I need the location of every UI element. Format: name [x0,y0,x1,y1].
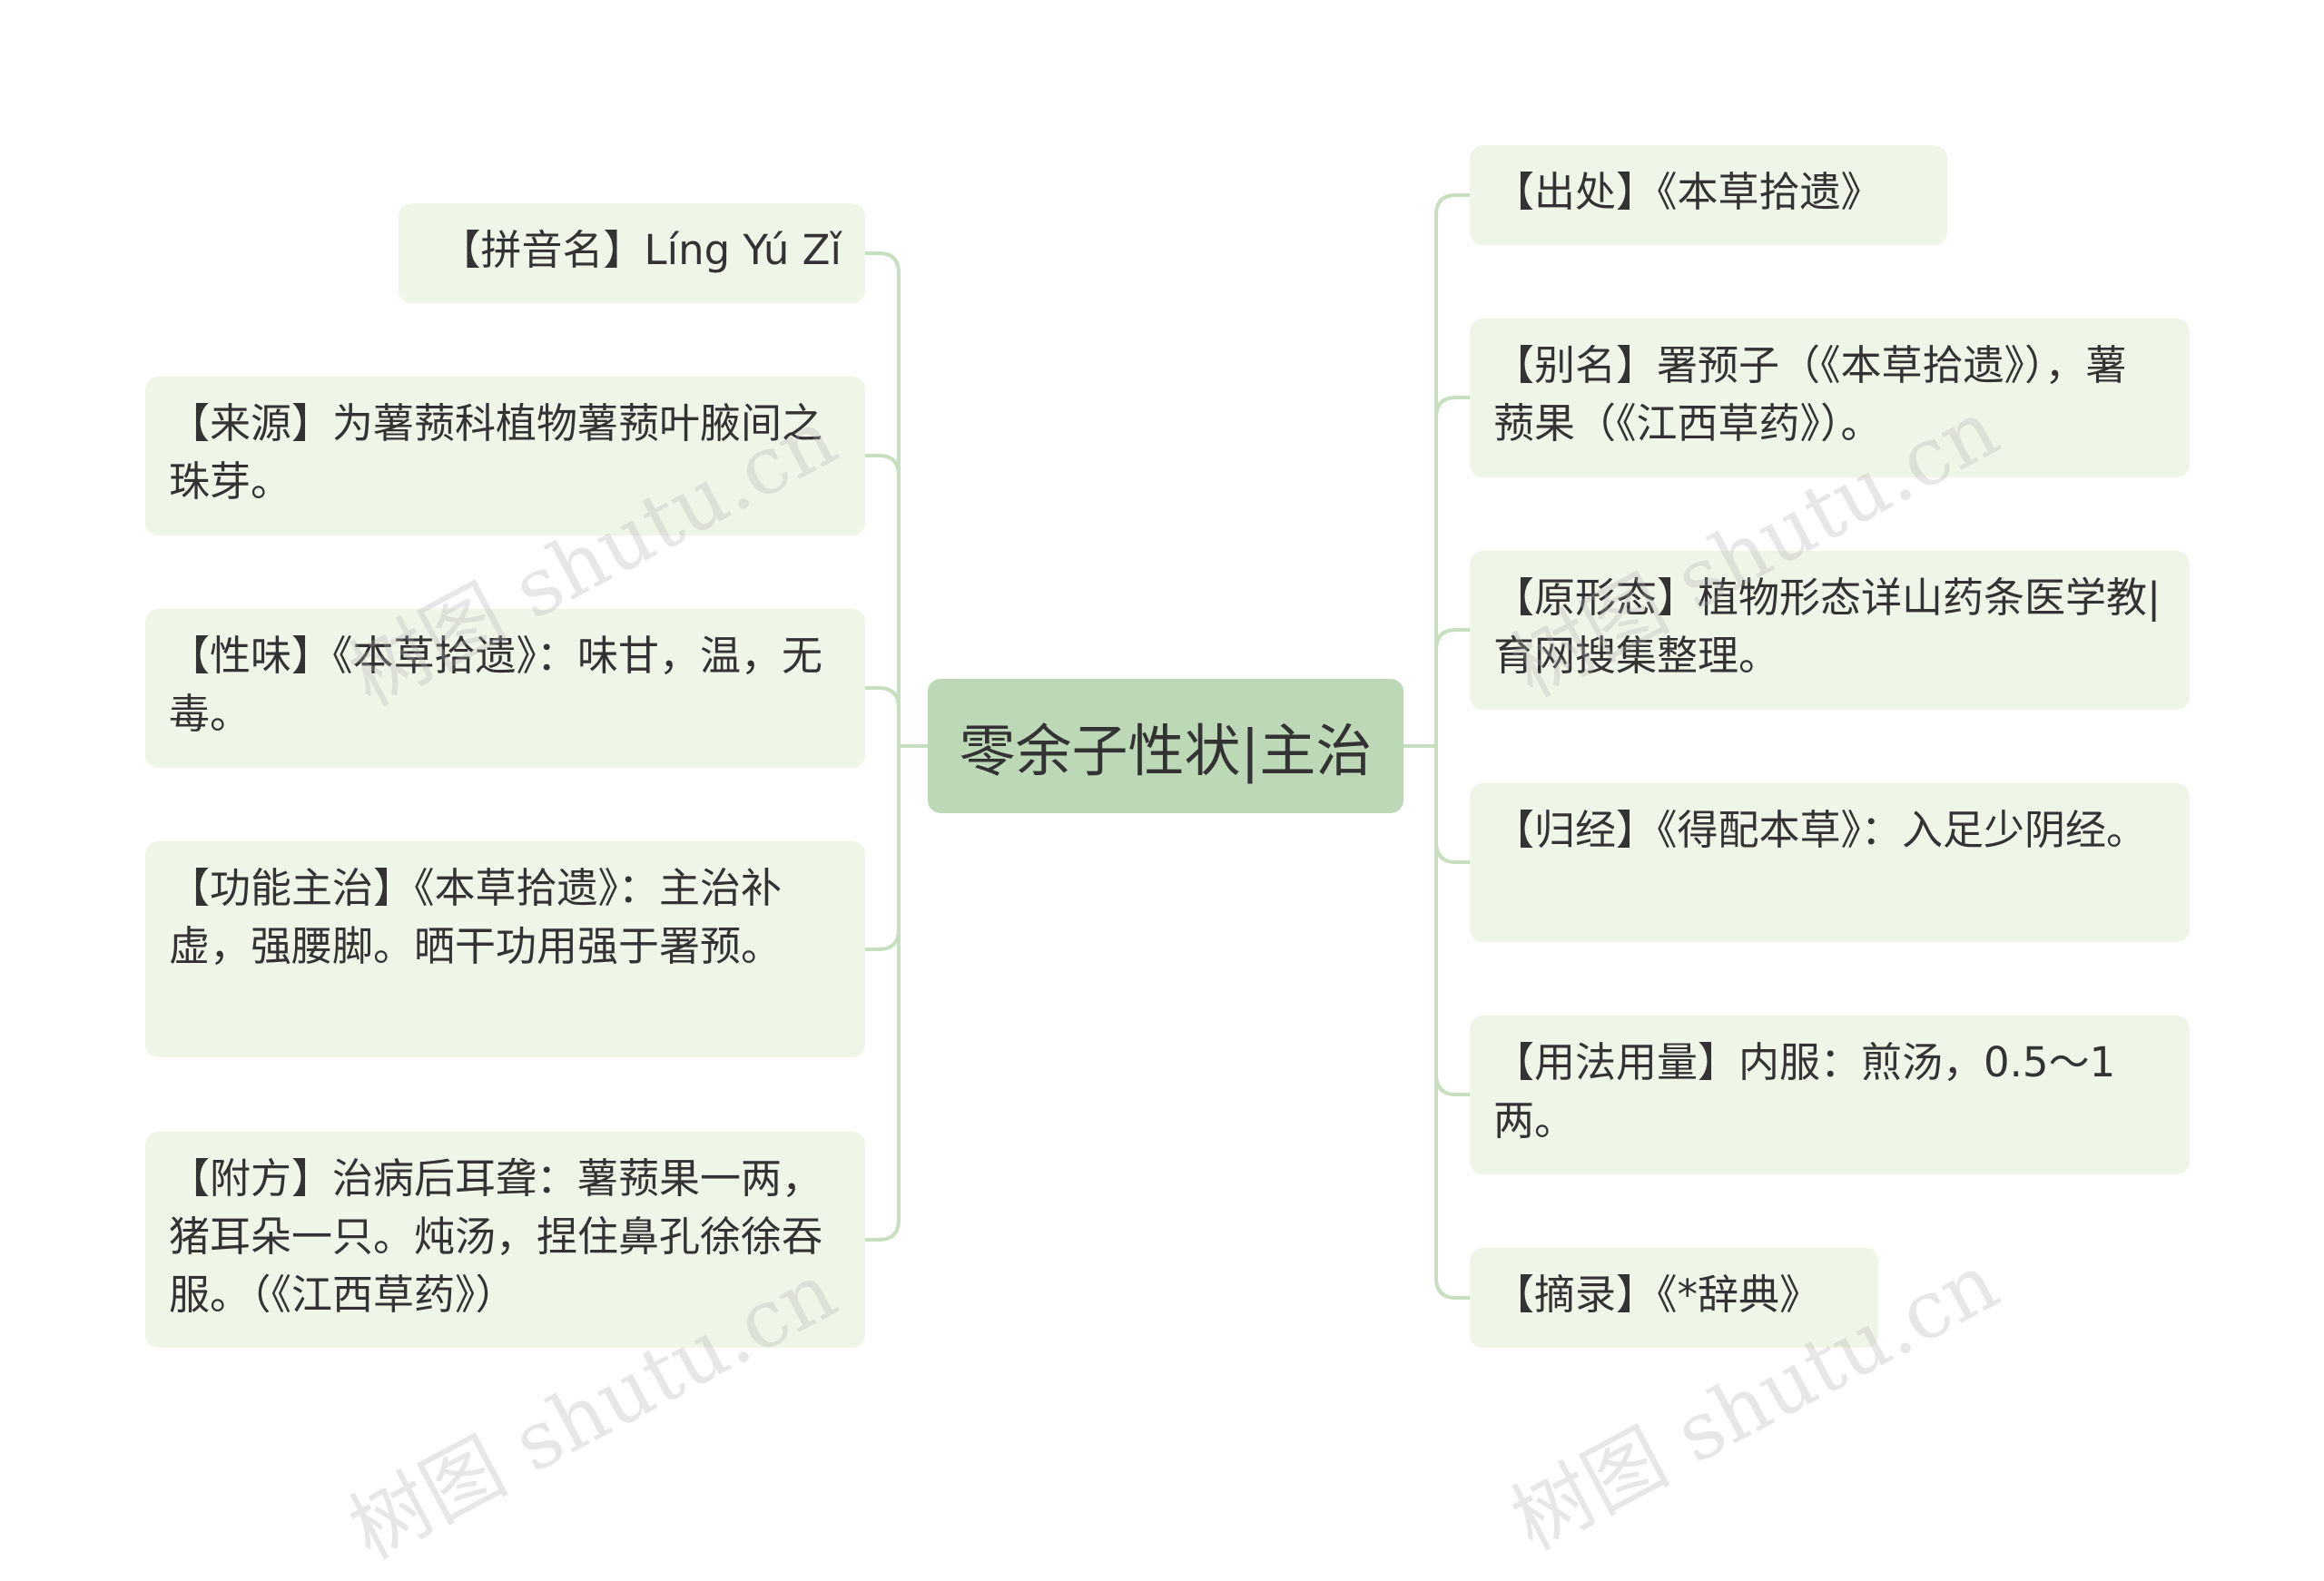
connector-left-4 [863,744,901,1242]
topic-excerpt[interactable]: 【摘录】《*辞典》 [1470,1248,1878,1348]
connector-left-3 [863,744,901,951]
topic-alias-text: 【别名】署预子（《本草拾遗》），薯蓣果（《江西草药》）。 [1493,341,2127,447]
topic-pinyin[interactable]: 【拼音名】Líng Yú Zǐ [399,203,865,303]
topic-dosage-text: 【用法用量】内服：煎汤，0.5～1两。 [1493,1038,2116,1144]
connector-right-1 [1434,396,1472,748]
connector-left-1 [863,454,901,748]
topic-taste-nature-text: 【性味】《本草拾遗》：味甘，温，无毒。 [169,632,823,738]
topic-morphology[interactable]: 【原形态】植物形态详山药条医学教|育网搜集整理。 [1470,551,2190,710]
topic-meridian[interactable]: 【归经】《得配本草》：入足少阴经。 [1470,783,2190,942]
topic-prescription[interactable]: 【附方】治病后耳聋：薯蓣果一两，猪耳朵一只。炖汤，捏住鼻孔徐徐吞服。（《江西草药… [145,1132,865,1348]
topic-alias[interactable]: 【别名】署预子（《本草拾遗》），薯蓣果（《江西草药》）。 [1470,319,2190,477]
topic-dosage[interactable]: 【用法用量】内服：煎汤，0.5～1两。 [1470,1016,2190,1174]
connector-right-3 [1434,744,1472,864]
topic-pinyin-text: 【拼音名】Líng Yú Zǐ [439,226,842,274]
topic-origin-text: 【出处】《本草拾遗》 [1493,168,1882,216]
connector-right-5 [1434,744,1472,1300]
mind-map: 零余子性状|主治 【拼音名】Líng Yú Zǐ 【来源】为薯蓣科植物薯蓣叶腋间… [145,145,2190,1577]
topic-functions-text: 【功能主治】《本草拾遗》：主治补虚，强腰脚。晒干功用强于署预。 [169,864,783,970]
connector-right-0 [1434,193,1472,748]
topic-taste-nature[interactable]: 【性味】《本草拾遗》：味甘，温，无毒。 [145,609,865,768]
topic-source[interactable]: 【来源】为薯蓣科植物薯蓣叶腋间之珠芽。 [145,377,865,535]
connector-right-2 [1434,628,1472,748]
central-topic[interactable]: 零余子性状|主治 [928,679,1403,813]
topic-prescription-text: 【附方】治病后耳聋：薯蓣果一两，猪耳朵一只。炖汤，捏住鼻孔徐徐吞服。（《江西草药… [169,1154,823,1319]
topic-morphology-text: 【原形态】植物形态详山药条医学教|育网搜集整理。 [1493,574,2162,680]
topic-source-text: 【来源】为薯蓣科植物薯蓣叶腋间之珠芽。 [169,399,823,506]
topic-meridian-text: 【归经】《得配本草》：入足少阴经。 [1493,806,2148,854]
central-topic-label: 零余子性状|主治 [959,718,1373,784]
connector-right-4 [1434,744,1472,1096]
connector-lines [863,193,1472,1300]
topic-excerpt-text: 【摘录】《*辞典》 [1493,1271,1821,1319]
connector-left-0 [863,251,901,748]
connector-left-2 [863,686,901,748]
topic-origin[interactable]: 【出处】《本草拾遗》 [1470,145,1947,245]
topic-functions[interactable]: 【功能主治】《本草拾遗》：主治补虚，强腰脚。晒干功用强于署预。 [145,841,865,1057]
